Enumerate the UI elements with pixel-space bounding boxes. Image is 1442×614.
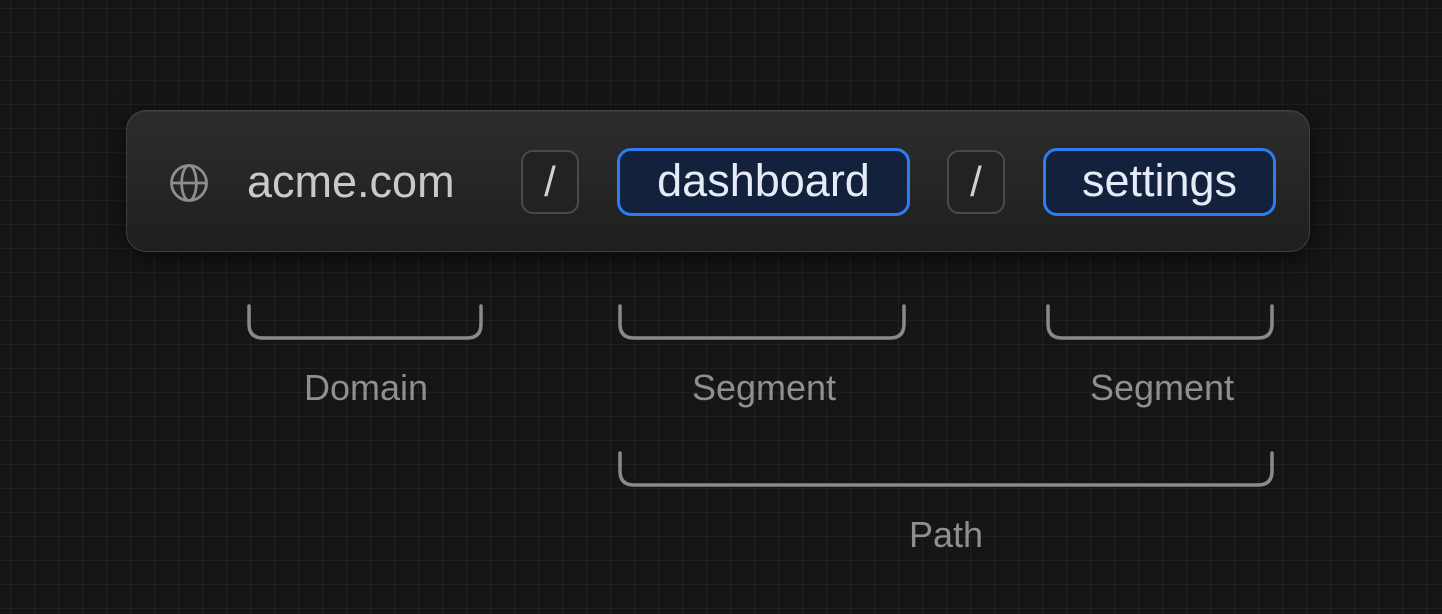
- path-brace: [618, 451, 1274, 487]
- path-label: Path: [908, 514, 984, 555]
- segment-label: Segment: [1089, 367, 1235, 408]
- domain-brace: [247, 304, 483, 340]
- segment-label: Segment: [691, 367, 837, 408]
- domain-label: Domain: [303, 367, 429, 408]
- url-separator: /: [521, 150, 579, 214]
- url-domain: acme.com: [247, 156, 455, 207]
- segment-brace-dashboard: [618, 304, 906, 340]
- url-separator: /: [947, 150, 1005, 214]
- globe-icon: [170, 164, 208, 202]
- url-segment-dashboard: dashboard: [617, 148, 910, 216]
- url-segment-settings: settings: [1043, 148, 1276, 216]
- segment-brace-settings: [1046, 304, 1274, 340]
